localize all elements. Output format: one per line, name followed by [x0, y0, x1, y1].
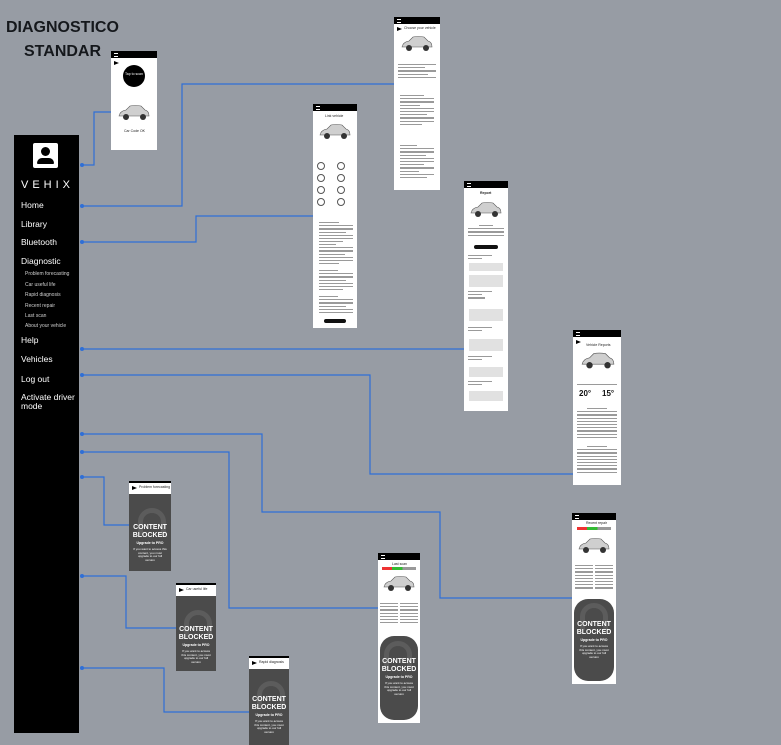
blocked-title-2: BLOCKED — [576, 629, 612, 636]
sidebar-item-bluetooth[interactable]: Bluetooth — [21, 237, 57, 247]
sidebar-item-home[interactable]: Home — [21, 200, 44, 210]
upgrade-link[interactable]: Upgrade to PRO — [182, 643, 210, 647]
sidebar-subitem-about-vehicle[interactable]: About your vehicle — [25, 323, 67, 329]
car-image — [319, 124, 351, 139]
upgrade-link[interactable]: Upgrade to PRO — [255, 713, 283, 717]
connect-button[interactable] — [324, 319, 346, 323]
vehicle-detail-title: Vehicle Reports — [586, 343, 611, 347]
sidebar-item-vehicles[interactable]: Vehicles — [21, 354, 53, 364]
canvas-title-line2: STANDAR — [24, 43, 102, 60]
sidebar-menu: VEHIX Home Library Bluetooth Diagnostic … — [14, 135, 79, 733]
sidebar-subitem-rapid-diagnosis[interactable]: Rapid diagnosis — [25, 292, 61, 298]
blocked-body: If you want to access this content, you … — [181, 649, 211, 664]
sidebar-item-help[interactable]: Help — [21, 335, 39, 345]
recent-repair-title: Recent repair — [586, 521, 608, 525]
blocked-title-1: CONTENT — [133, 524, 167, 531]
blocked-title-2: BLOCKED — [381, 666, 417, 673]
problem-forecasting-title: Problem forecasting — [139, 485, 171, 489]
blocked-title-1: CONTENT — [577, 621, 611, 628]
sidebar-item-logout[interactable]: Log out — [21, 374, 50, 384]
sidebar-subitem-last-scan[interactable]: Last scan — [25, 313, 47, 319]
sidebar-item-diagnostic[interactable]: Diagnostic — [21, 256, 61, 266]
flag-icon — [397, 27, 402, 31]
sidebar-item-driver-mode[interactable]: Activate driver mode — [21, 392, 75, 411]
car-image — [578, 538, 610, 553]
tap-to-scan-button[interactable]: Tap to scan — [123, 65, 145, 87]
bluetooth-screen: Link vehicle — [313, 104, 357, 328]
rapid-diagnosis-screen: Rapid diagnosis CONTENT BLOCKED Upgrade … — [249, 656, 289, 745]
brand-name: VEHIX — [21, 179, 75, 191]
blocked-body: If you want to access this content, you … — [254, 719, 284, 734]
content-blocked-panel: CONTENT BLOCKED Upgrade to PRO If you wa… — [249, 669, 289, 745]
flag-icon — [114, 61, 119, 65]
value-right: 15° — [602, 389, 615, 398]
car-image — [118, 105, 150, 120]
sidebar-subitem-recent-repair[interactable]: Recent repair — [25, 303, 56, 309]
vehicle-detail-screen: Vehicle Reports 20° 15° — [573, 330, 621, 485]
blocked-title-2: BLOCKED — [132, 532, 168, 539]
blocked-title-2: BLOCKED — [251, 704, 287, 711]
report-action-button[interactable] — [474, 245, 498, 249]
car-useful-life-title: Car useful life — [186, 587, 208, 591]
home-screen: Tap to scan Car Code OK — [111, 51, 157, 150]
car-image — [383, 576, 415, 591]
car-image — [401, 36, 433, 51]
blocked-title-2: BLOCKED — [178, 634, 214, 641]
content-blocked-panel: CONTENT BLOCKED Upgrade to PRO If you wa… — [176, 596, 216, 671]
rapid-diagnosis-title: Rapid diagnosis — [259, 660, 284, 664]
blocked-body: If you want to access this content, you … — [133, 547, 167, 562]
report-title: Report — [480, 191, 492, 195]
car-useful-life-screen: Car useful life CONTENT BLOCKED Upgrade … — [176, 583, 216, 671]
library-title: Choose your vehicle — [404, 26, 436, 30]
content-blocked-panel: CONTENT BLOCKED Upgrade to PRO If you wa… — [129, 494, 171, 571]
user-avatar-icon[interactable] — [33, 143, 58, 168]
last-scan-screen: Last scan CONTENT BLOCKED Upgrade to PRO… — [378, 553, 420, 723]
bluetooth-title: Link vehicle — [325, 114, 344, 118]
content-blocked-panel: CONTENT BLOCKED Upgrade to PRO If you wa… — [574, 599, 614, 681]
recent-repair-screen: Recent repair CONTENT BLOCKED Upgrade to… — [572, 513, 616, 684]
upgrade-link[interactable]: Upgrade to PRO — [385, 675, 413, 679]
car-image — [470, 202, 502, 217]
upgrade-link[interactable]: Upgrade to PRO — [136, 541, 164, 545]
library-screen: Choose your vehicle — [394, 17, 440, 190]
blocked-body: If you want to access this content, you … — [579, 644, 609, 659]
blocked-title-1: CONTENT — [382, 658, 416, 665]
home-caption: Car Code OK — [124, 129, 146, 133]
blocked-body: If you want to access this content, you … — [384, 681, 414, 696]
value-left: 20° — [579, 389, 592, 398]
canvas-title-line1: DIAGNOSTICO — [6, 19, 119, 36]
content-blocked-panel: CONTENT BLOCKED Upgrade to PRO If you wa… — [380, 636, 418, 720]
sidebar-subitem-problem-forecasting[interactable]: Problem forecasting — [25, 271, 70, 277]
problem-forecasting-screen: Problem forecasting CONTENT BLOCKED Upgr… — [129, 481, 171, 571]
sidebar-item-library[interactable]: Library — [21, 219, 47, 229]
canvas-title: DIAGNOSTICO STANDAR — [6, 16, 119, 64]
upgrade-link[interactable]: Upgrade to PRO — [580, 638, 608, 642]
last-scan-title: Last scan — [392, 562, 407, 566]
blocked-title-1: CONTENT — [252, 696, 286, 703]
sidebar-subitem-car-useful-life[interactable]: Car useful life — [25, 282, 56, 288]
flag-icon — [576, 340, 581, 344]
blocked-title-1: CONTENT — [179, 626, 213, 633]
car-image — [581, 352, 615, 369]
report-screen: Report — [464, 181, 508, 411]
